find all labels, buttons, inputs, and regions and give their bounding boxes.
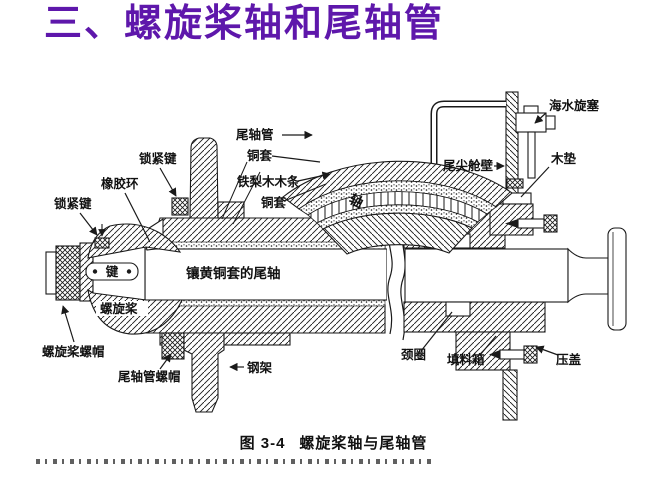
stern-frame-assembly	[161, 137, 245, 413]
label-propeller-nut: 螺旋桨螺帽	[42, 344, 105, 359]
label-brass-sleeved-shaft: 镶黄铜套的尾轴	[186, 265, 281, 281]
figure-number: 图 3-4	[239, 435, 286, 452]
label-collar: 颈圈	[400, 347, 426, 362]
clipped-text-line	[36, 459, 434, 464]
label-stuffing-box: 填料箱	[447, 352, 485, 367]
label-inset-stern-tube: 尾轴管	[236, 127, 274, 142]
flange-coupling	[567, 227, 627, 331]
stern-tube-left	[142, 217, 388, 346]
label-lock-key-left: 锁紧键	[54, 196, 92, 211]
label-inset-bronze-sleeve-outer: 铜套	[247, 148, 273, 163]
figure-title: 螺旋桨轴与尾轴管	[299, 435, 428, 452]
label-steel-frame: 钢架	[247, 360, 273, 375]
label-seawater-cock: 海水旋塞	[549, 98, 600, 113]
label-rubber-ring: 橡胶环	[101, 176, 139, 191]
stuffing-box-assembly	[489, 345, 538, 364]
label-inset-lignum-vitae: 铁梨木木条	[237, 174, 300, 189]
figure-caption: 图 3-4 螺旋桨轴与尾轴管	[0, 432, 667, 453]
label-lock-key-upper: 锁紧键	[139, 151, 177, 166]
label-key: 键	[105, 264, 119, 279]
leader-lines	[61, 112, 559, 372]
inset-detail	[221, 160, 513, 255]
label-wood-pad: 木垫	[550, 151, 577, 166]
label-stern-tube-nut: 尾轴管螺帽	[118, 369, 181, 384]
label-inset-bronze-sleeve-inner: 铜套	[261, 195, 287, 210]
propeller-assembly	[45, 223, 183, 335]
label-aft-peak-bulkhead: 尾尖舱壁	[443, 158, 494, 173]
label-gland: 压盖	[556, 352, 582, 367]
label-inset-shaft: 轴	[347, 191, 366, 211]
label-propeller: 螺旋桨	[100, 301, 138, 316]
page-title: 三、螺旋桨轴和尾轴管	[44, 3, 445, 45]
bulkhead-assembly	[427, 91, 558, 236]
